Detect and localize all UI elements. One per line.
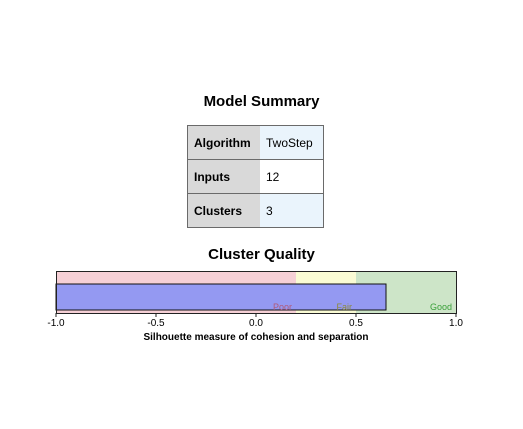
x-tick-label: 0.5 [349, 318, 363, 329]
table-row: Algorithm TwoStep [187, 125, 324, 160]
band-label-good: Good [430, 302, 452, 312]
clusters-key: Clusters [187, 193, 260, 228]
table-row: Clusters 3 [187, 193, 324, 228]
cluster-quality-title: Cluster Quality [208, 246, 315, 263]
inputs-key: Inputs [187, 159, 260, 194]
x-axis-label: Silhouette measure of cohesion and separ… [143, 332, 368, 343]
band-label-fair: Fair [337, 302, 353, 312]
algorithm-value: TwoStep [260, 125, 324, 160]
x-tick-label: 0.0 [249, 318, 263, 329]
algorithm-key: Algorithm [187, 125, 260, 160]
x-tick-label: -0.5 [147, 318, 165, 329]
x-tick-label: -1.0 [47, 318, 65, 329]
x-tick-label: 1.0 [449, 318, 463, 329]
model-summary-table: Algorithm TwoStep Inputs 12 Clusters 3 [187, 125, 324, 228]
inputs-value: 12 [260, 159, 324, 194]
model-summary-title: Model Summary [203, 93, 320, 110]
band-label-poor: Poor [273, 302, 292, 312]
cluster-quality-chart: Poor Fair Good -1.0 -0.5 0.0 0.5 1.0 Silhouett… [47, 271, 463, 343]
clusters-value: 3 [260, 193, 324, 228]
table-row: Inputs 12 [187, 159, 324, 194]
silhouette-bar [55, 283, 387, 311]
